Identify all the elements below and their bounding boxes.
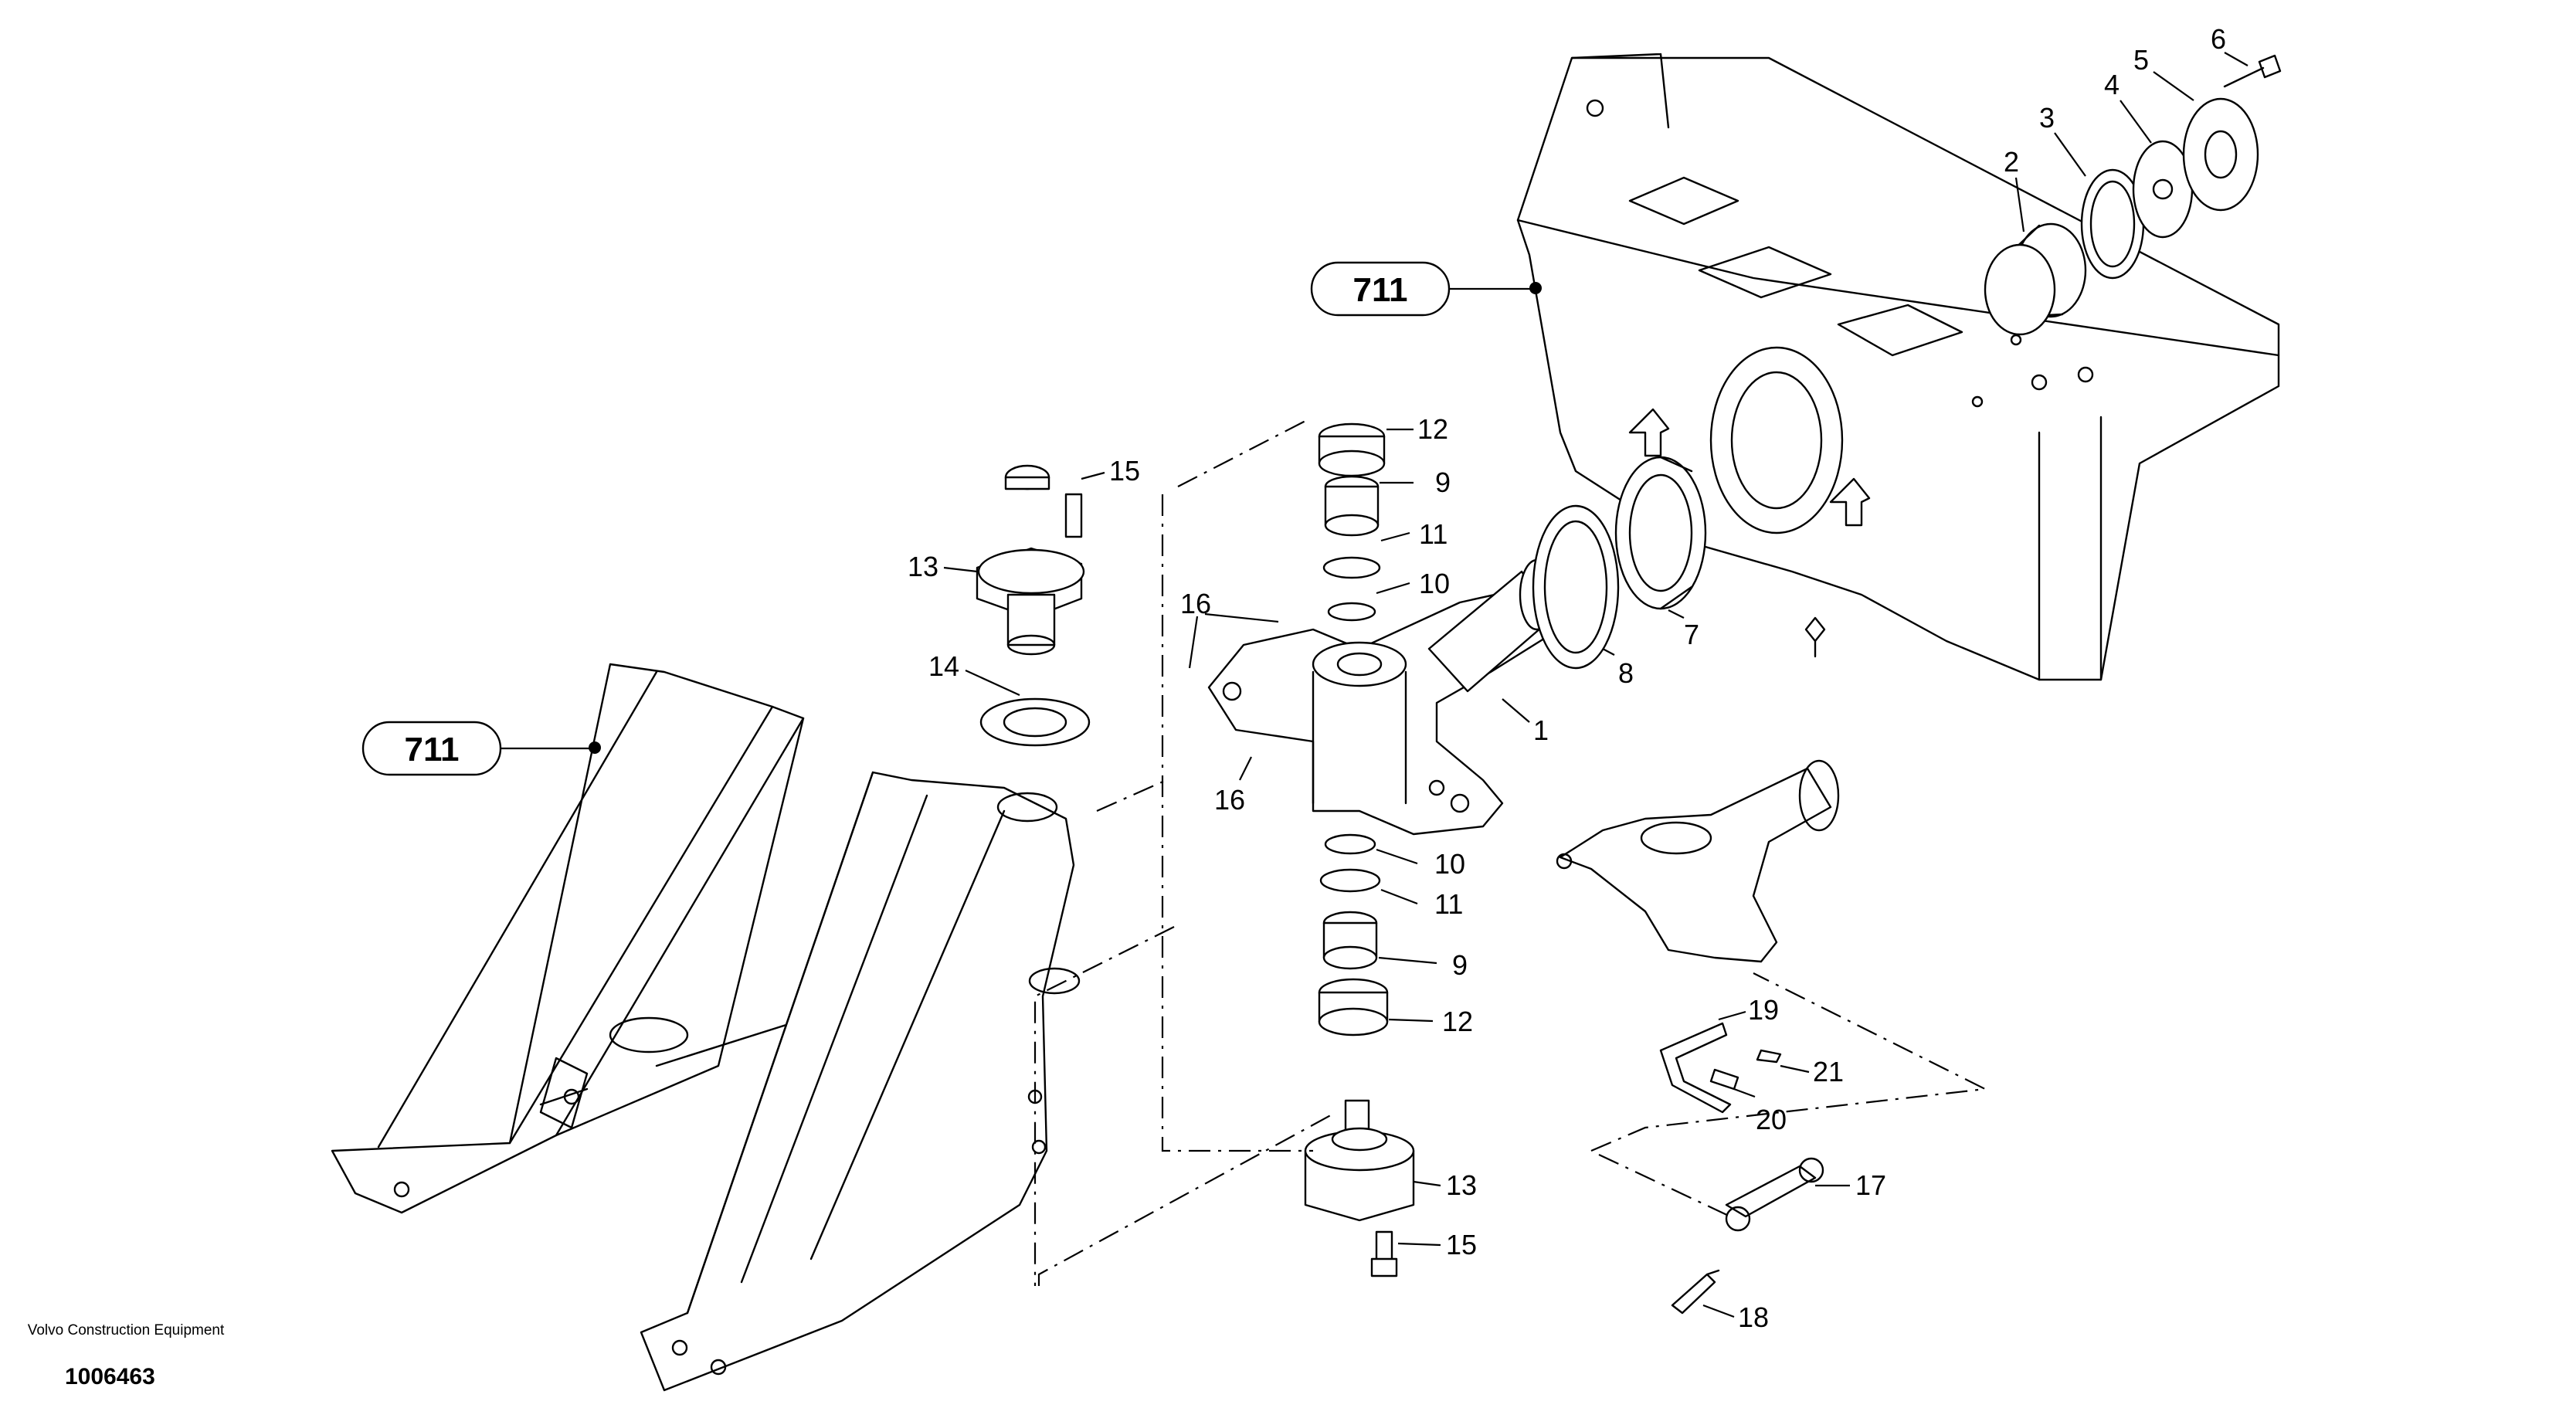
drawing-number: 1006463: [65, 1364, 155, 1389]
axle-housing: [1516, 53, 2280, 681]
part-label-4: 4: [2104, 69, 2120, 100]
lock-linkage: [1659, 1022, 1824, 1315]
brand-caption: Volvo Construction Equipment: [27, 1322, 225, 1338]
part-label-15-top: 15: [1109, 455, 1140, 487]
large-seals: [1532, 456, 1707, 670]
part-label-14: 14: [928, 650, 959, 682]
part-label-11-bottom: 11: [1434, 888, 1463, 920]
seal-ring-parts: [1984, 54, 2282, 336]
articulation-frame: [331, 663, 1081, 1392]
part-label-7: 7: [1684, 619, 1699, 650]
part-label-8: 8: [1618, 657, 1634, 689]
part-label-16-bottom: 16: [1214, 784, 1245, 816]
part-label-13-bottom: 13: [1446, 1169, 1477, 1201]
steering-knuckle-alt: [1556, 759, 1840, 963]
part-label-5: 5: [2133, 44, 2149, 76]
callout-711-left: 711: [361, 721, 593, 776]
callout-711-top-label: 711: [1353, 271, 1408, 309]
part-label-12-top: 12: [1417, 413, 1448, 445]
part-label-1: 1: [1533, 714, 1549, 746]
part-label-19: 19: [1748, 994, 1779, 1026]
upper-pin-flange: [976, 464, 1091, 747]
part-label-3: 3: [2039, 102, 2055, 134]
part-label-13-top: 13: [908, 551, 938, 582]
part-label-9-bottom: 9: [1452, 949, 1468, 981]
steering-knuckle: [1207, 558, 1556, 836]
part-label-21: 21: [1813, 1056, 1844, 1087]
part-label-9-top: 9: [1435, 467, 1451, 498]
part-label-10-bottom: 10: [1434, 848, 1465, 880]
part-label-18: 18: [1738, 1301, 1769, 1333]
callout-711-left-label: 711: [405, 731, 460, 768]
part-label-6: 6: [2211, 23, 2226, 55]
part-label-15-bottom: 15: [1446, 1229, 1477, 1260]
part-label-10-top: 10: [1419, 568, 1450, 599]
part-labels: 1 2 3 4 5 6 7 8 12 9 11 10 10: [908, 23, 2248, 1333]
assembly-lines: [1033, 420, 1988, 1286]
part-label-20: 20: [1756, 1104, 1787, 1135]
part-label-12-bottom: 12: [1442, 1006, 1473, 1037]
lower-pin-flange: [1304, 1099, 1415, 1277]
part-label-17: 17: [1855, 1169, 1886, 1201]
part-label-11-top: 11: [1419, 518, 1448, 550]
callout-711-top: 711: [1310, 261, 1533, 317]
part-label-2: 2: [2004, 146, 2019, 178]
part-label-16-top: 16: [1180, 588, 1211, 619]
lower-bearing-stack: [1318, 833, 1389, 1036]
upper-bearing-stack: [1318, 422, 1386, 622]
